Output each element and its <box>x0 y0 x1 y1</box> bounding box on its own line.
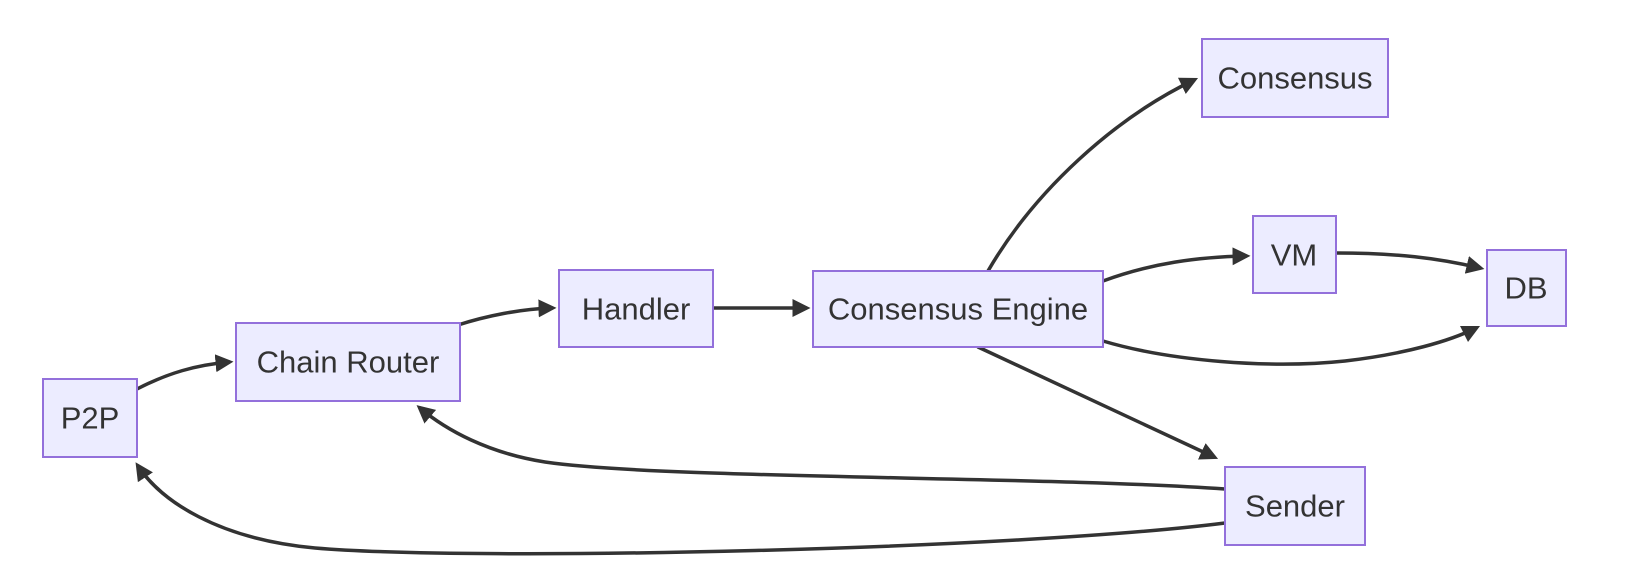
edge-chain-router-to-handler <box>456 299 557 327</box>
node-sender-label: Sender <box>1245 489 1345 524</box>
edges-layer <box>135 77 1485 556</box>
node-consensus: Consensus <box>1201 38 1389 118</box>
node-consensus-engine-box <box>812 270 1104 348</box>
edge-sender-to-chain-router <box>416 405 1227 491</box>
node-handler-label: Handler <box>582 292 691 327</box>
node-p2p-box <box>42 378 138 458</box>
node-db-box <box>1486 249 1567 327</box>
node-consensus-engine-label: Consensus Engine <box>828 292 1088 327</box>
node-p2p: P2P <box>42 378 138 458</box>
node-sender-box <box>1224 466 1366 546</box>
node-db: DB <box>1486 249 1567 327</box>
node-sender: Sender <box>1224 466 1366 546</box>
edge-sender-to-p2p <box>135 462 1227 556</box>
edge-vm-to-db <box>1334 251 1485 274</box>
node-consensus-engine: Consensus Engine <box>812 270 1104 348</box>
node-handler: Handler <box>558 269 714 348</box>
node-chain-router-box <box>235 322 461 402</box>
node-consensus-label: Consensus <box>1217 61 1372 96</box>
node-vm-label: VM <box>1271 238 1318 273</box>
edge-consensus-engine-to-db <box>1101 325 1481 366</box>
node-vm-box <box>1252 215 1337 294</box>
edge-consensus-engine-to-sender <box>976 345 1219 460</box>
node-p2p-label: P2P <box>61 401 120 436</box>
node-consensus-box <box>1201 38 1389 118</box>
edge-consensus-engine-to-vm <box>1101 247 1251 283</box>
node-db-label: DB <box>1504 271 1547 306</box>
node-handler-box <box>558 269 714 348</box>
node-chain-router: Chain Router <box>235 322 461 402</box>
node-chain-router-label: Chain Router <box>257 345 440 380</box>
edge-p2p-to-chain-router <box>135 354 234 391</box>
edge-consensus-engine-to-consensus <box>986 77 1199 273</box>
node-vm: VM <box>1252 215 1337 294</box>
